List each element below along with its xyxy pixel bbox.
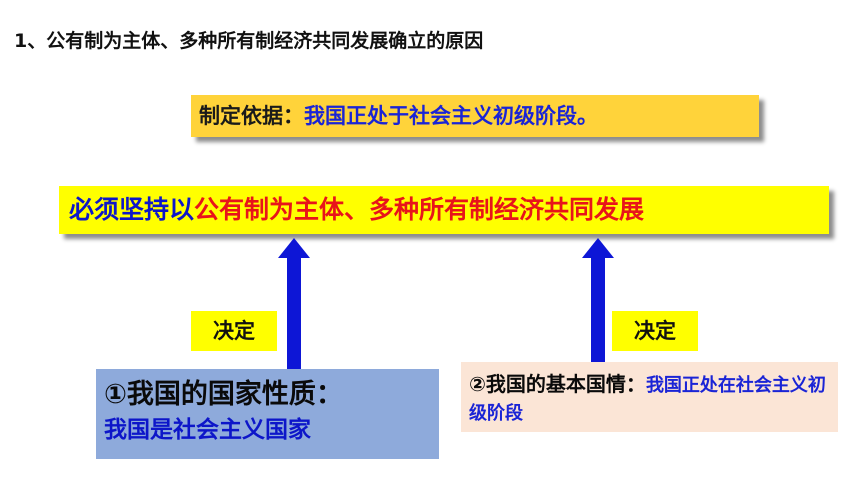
basis-label: 制定依据： xyxy=(199,104,304,128)
basis-box: 制定依据：我国正处于社会主义初级阶段。 xyxy=(191,95,759,137)
basic-condition-box: ②我国的基本国情：我国正处在社会主义初级阶段 xyxy=(461,362,838,432)
right-arrow-head xyxy=(582,238,614,258)
right-up-arrow-icon xyxy=(582,238,614,364)
right-decide-label: 决定 xyxy=(612,311,698,351)
main-statement-box: 必须坚持以公有制为主体、多种所有制经济共同发展 xyxy=(59,186,829,234)
national-nature-desc: 我国是社会主义国家 xyxy=(104,417,311,443)
basic-condition-desc: 我国正处在社会主义初级阶段 xyxy=(469,375,826,424)
national-nature-title: ①我国的国家性质： xyxy=(104,379,343,410)
page-heading: 1、公有制为主体、多种所有制经济共同发展确立的原因 xyxy=(14,30,484,52)
basis-value: 我国正处于社会主义初级阶段。 xyxy=(304,104,598,128)
main-statement-rest: 公有制为主体、多种所有制经济共同发展 xyxy=(194,195,645,224)
national-nature-box: ①我国的国家性质： 我国是社会主义国家 xyxy=(96,369,439,459)
right-arrow-shaft xyxy=(591,256,605,364)
left-decide-label: 决定 xyxy=(191,311,277,351)
left-arrow-shaft xyxy=(287,256,301,370)
left-up-arrow-icon xyxy=(278,238,310,370)
left-arrow-head xyxy=(278,238,310,258)
basic-condition-title: ②我国的基本国情： xyxy=(469,372,646,396)
main-statement-prefix: 必须坚持以 xyxy=(69,195,195,224)
